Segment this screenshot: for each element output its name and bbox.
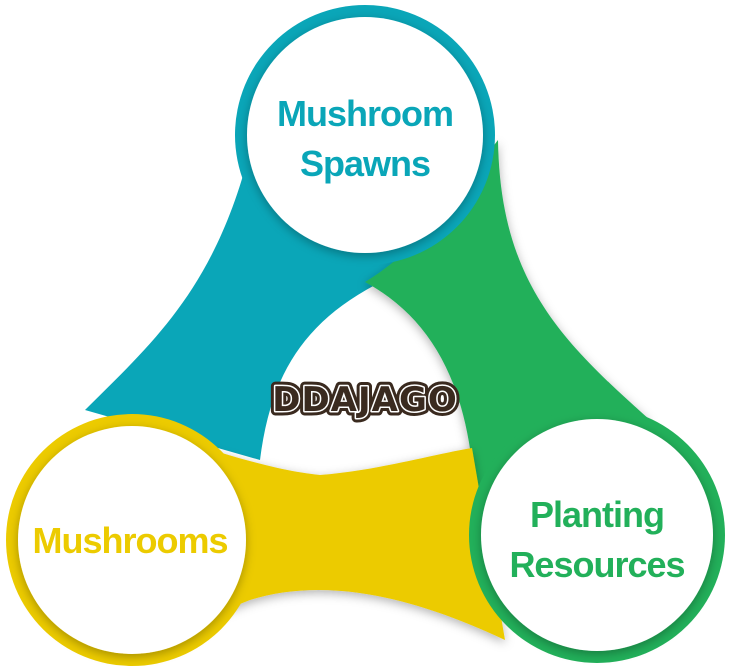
mushroom-spawns-label-line2: Spawns	[300, 143, 430, 184]
ddajago-logo: DDAJAGO DDAJAGO DDAJAGO	[268, 376, 462, 425]
planting-resources-label-line1: Planting	[530, 494, 664, 535]
mushrooms-node: Mushrooms	[6, 414, 258, 666]
ddajago-logo-inner-outline: DDAJAGO	[272, 380, 458, 420]
mushrooms-label: Mushrooms	[32, 520, 227, 561]
planting-resources-label-line2: Resources	[509, 544, 684, 585]
planting-resources-node: Planting Resources	[469, 407, 725, 663]
planting-resources-circle-inner	[481, 419, 713, 651]
ddajago-logo-text: DDAJAGO	[272, 380, 458, 420]
mushroom-spawns-circle-inner	[247, 17, 483, 253]
mushrooms-circle-inner	[18, 426, 246, 654]
ddajago-logo-outline: DDAJAGO	[272, 380, 458, 420]
mushroom-spawns-node: Mushroom Spawns	[235, 5, 495, 265]
mushroom-spawns-label-line1: Mushroom	[277, 93, 453, 134]
